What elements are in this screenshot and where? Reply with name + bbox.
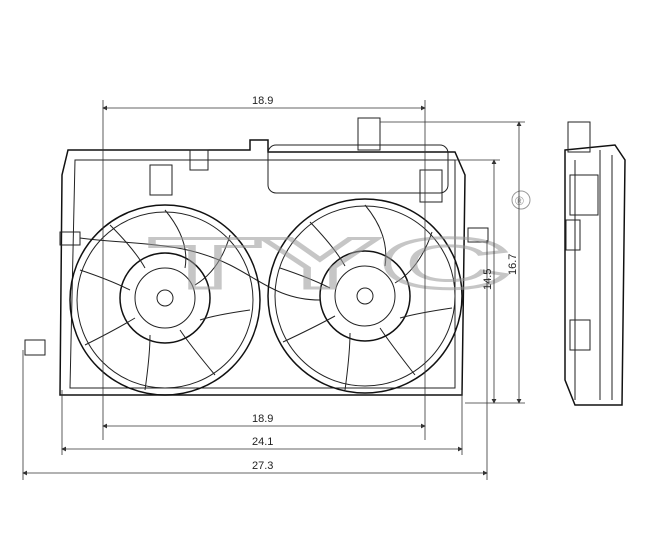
mount-tab-right	[467, 227, 489, 243]
dim-overall-height: 16.7	[507, 254, 519, 275]
side-view	[564, 121, 626, 406]
dim-inner-height: 14.5	[482, 269, 494, 290]
right-fan	[267, 198, 463, 394]
dim-overall-width: 27.3	[252, 460, 273, 472]
tank-neck	[357, 117, 381, 151]
svg-text:®: ®	[515, 194, 524, 208]
dim-bottom-width: 18.9	[252, 413, 273, 425]
left-fan	[69, 204, 261, 396]
connector	[419, 169, 443, 203]
svg-text:TYC: TYC	[150, 224, 510, 304]
mount-tab-left	[24, 339, 46, 356]
dim-overall-width-inner: 24.1	[252, 436, 273, 448]
wire-connector	[59, 231, 81, 246]
dimension-lines	[22, 100, 525, 480]
tyc-watermark: TYC ®	[149, 190, 531, 306]
dim-top-width: 18.9	[252, 95, 273, 107]
fan-shroud	[24, 117, 489, 396]
